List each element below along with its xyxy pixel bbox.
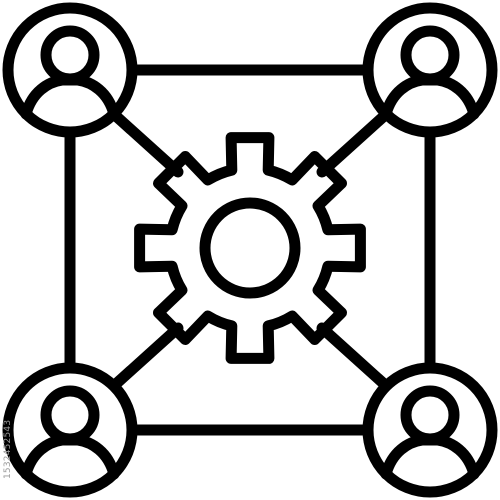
user-head [40, 25, 100, 85]
avatar-ring [362, 2, 498, 138]
user-shoulders [20, 74, 120, 120]
network-connectors [64, 64, 436, 436]
connector-diagonal-top-right [316, 111, 389, 178]
watermark-text: 1532452543 [3, 419, 13, 479]
user-avatar-bottom-left [2, 362, 138, 498]
user-avatar-top-right [362, 2, 498, 138]
stock-watermark: 1532452543 [2, 372, 14, 490]
gear-outline [134, 132, 366, 364]
connector-diagonal-bottom-right [316, 322, 389, 389]
user-avatar-bottom-right [362, 362, 498, 498]
avatar-ring [2, 362, 138, 498]
user-head [40, 385, 100, 445]
gear-hub [199, 197, 301, 299]
user-avatar-top-left [2, 2, 138, 138]
gear-icon [134, 132, 366, 364]
user-shoulders [20, 434, 120, 480]
user-shoulders [380, 434, 480, 480]
user-head [400, 385, 460, 445]
connector-diagonal-bottom-left [111, 322, 184, 389]
avatar-ring [2, 2, 138, 138]
user-head [400, 25, 460, 85]
avatar-ring [362, 362, 498, 498]
user-shoulders [380, 74, 480, 120]
connector-diagonal-top-left [111, 111, 184, 178]
